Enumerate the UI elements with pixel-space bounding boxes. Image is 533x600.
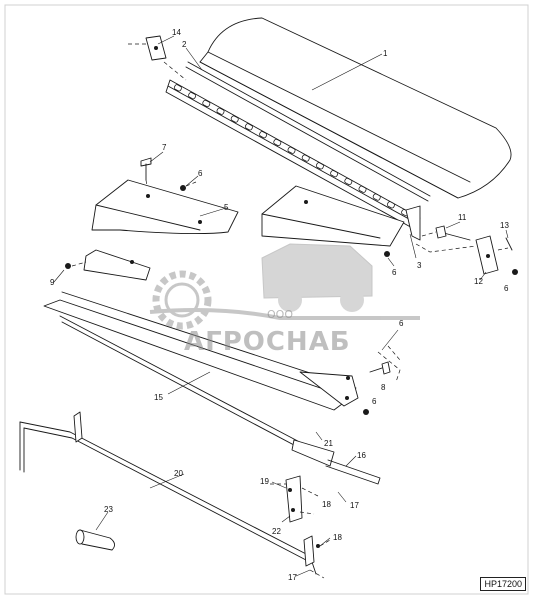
callout-18b: 18 (333, 533, 342, 542)
callout-13: 13 (500, 221, 509, 230)
callout-7: 7 (162, 143, 167, 152)
hinge-tab (358, 185, 367, 193)
hinge-tab (202, 99, 211, 107)
watermark-logo (149, 243, 420, 330)
callout-1: 1 (383, 49, 388, 58)
watermark-prefix: ООО (267, 308, 293, 321)
callout-9: 9 (50, 278, 55, 287)
callout-18a: 18 (322, 500, 331, 509)
reference-code: HP17200 (480, 577, 526, 591)
callout-6e: 6 (372, 397, 377, 406)
pin-16 (325, 459, 381, 485)
callout-12: 12 (474, 277, 483, 286)
callout-8: 8 (381, 383, 386, 392)
callout-3: 3 (417, 261, 422, 270)
hinge-tab (244, 123, 253, 131)
hinge-tab (188, 92, 197, 100)
hinge-bar (165, 79, 421, 241)
hinge-tab (301, 154, 310, 162)
watermark-brand: АГРОСНАБ (184, 327, 351, 357)
hinge-tab (330, 170, 339, 178)
callout-23: 23 (104, 505, 113, 514)
callout-6d: 6 (504, 284, 509, 293)
callout-17a: 17 (350, 501, 359, 510)
callout-19: 19 (260, 477, 269, 486)
bracket-top-left (128, 35, 187, 81)
shield-left (91, 179, 239, 235)
grip-23 (75, 529, 115, 551)
callout-6a: 6 (399, 319, 404, 328)
seal-strip (185, 61, 431, 202)
hinge-tab (273, 138, 282, 146)
small-bracket-left (65, 249, 151, 281)
bracket-right-group (384, 225, 518, 275)
callout-15: 15 (154, 393, 163, 402)
hinge-tab (315, 162, 324, 170)
callout-5: 5 (224, 203, 229, 212)
hinge-tab (259, 131, 268, 139)
bracket-22 (270, 475, 319, 523)
nut-6-upper (180, 181, 197, 191)
callout-11: 11 (458, 213, 467, 222)
callout-17b: 17 (288, 573, 297, 582)
hinge-tab (216, 107, 225, 115)
leader-lines (53, 35, 509, 577)
callout-labels: 1 2 3 6 5 6 7 8 9 11 12 13 14 15 16 17 1… (50, 28, 509, 582)
callout-14: 14 (172, 28, 181, 37)
callout-6c: 6 (392, 268, 397, 277)
cover-panel (199, 17, 512, 199)
hinge-tab (287, 146, 296, 154)
shield-right (261, 185, 405, 247)
handle-rod (19, 411, 325, 579)
callout-2: 2 (182, 40, 187, 49)
callout-21: 21 (324, 439, 333, 448)
screw-8 (363, 345, 401, 415)
page-border (4, 4, 529, 595)
callout-6b: 6 (198, 169, 203, 178)
lower-clip (303, 535, 331, 567)
callout-20: 20 (174, 469, 183, 478)
rod-21 (59, 315, 335, 467)
long-channel (43, 291, 359, 411)
callout-22: 22 (272, 527, 281, 536)
callout-16: 16 (357, 451, 366, 460)
hinge-tab (230, 115, 239, 123)
hinge-tab (173, 84, 182, 92)
hinge-tab (386, 201, 395, 209)
hinge-tab (372, 193, 381, 201)
hinge-tab (344, 177, 353, 185)
